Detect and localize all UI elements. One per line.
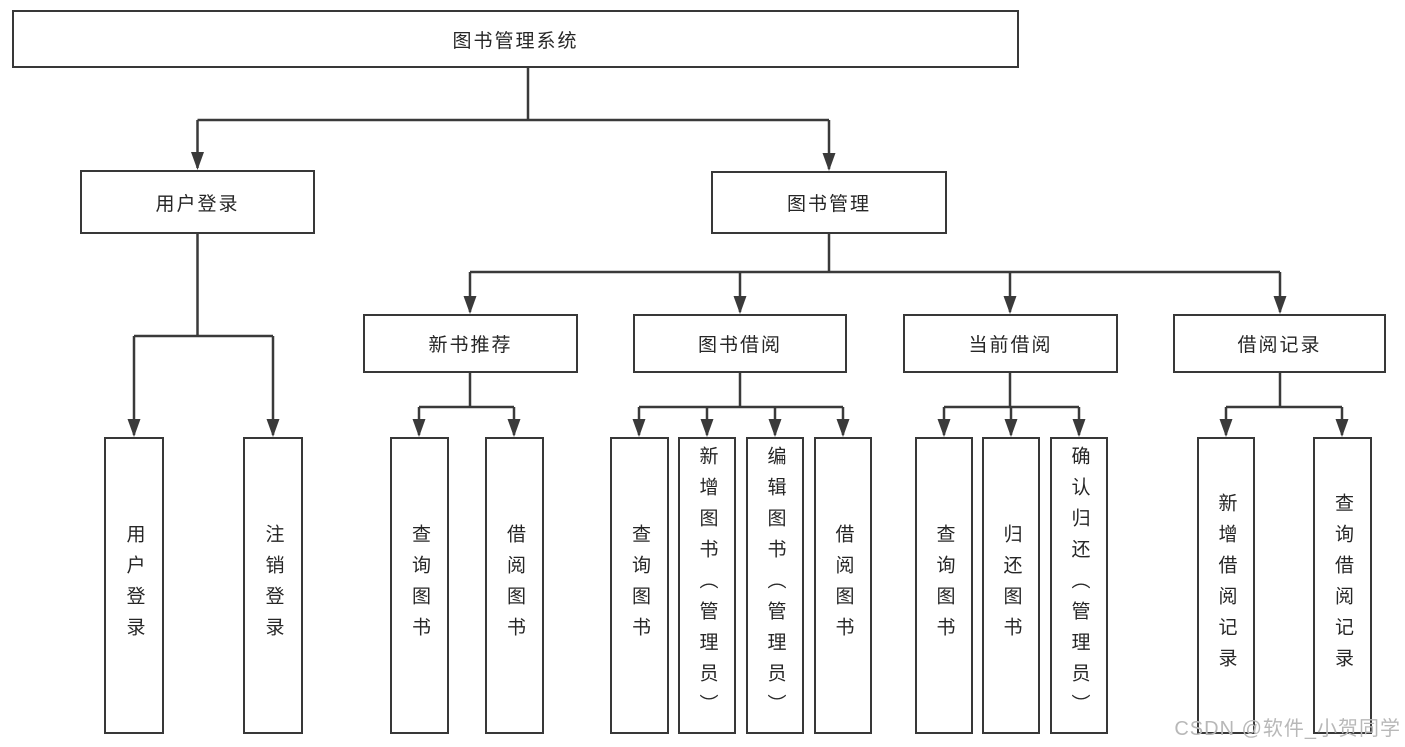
leaf-logout: 注销登录 xyxy=(243,437,303,734)
leaf-query-borrow-record: 查询借阅记录 xyxy=(1313,437,1372,734)
node-new-book-recommendation: 新书推荐 xyxy=(363,314,578,373)
node-book-management: 图书管理 xyxy=(711,171,947,234)
leaf-query-books-1-label: 查询图书 xyxy=(409,523,430,648)
leaf-confirm-return-admin: 确认归还（管理员） xyxy=(1050,437,1108,734)
leaf-return-books-label: 归还图书 xyxy=(1000,523,1022,648)
watermark: CSDN @软件_小贺同学 xyxy=(1174,718,1401,740)
leaf-add-book-admin-label: 新增图书（管理员） xyxy=(696,446,718,725)
node-user-login: 用户登录 xyxy=(80,170,315,234)
leaf-query-borrow-record-label: 查询借阅记录 xyxy=(1332,492,1353,679)
leaf-add-borrow-record: 新增借阅记录 xyxy=(1197,437,1255,734)
leaf-borrow-books-2-label: 借阅图书 xyxy=(832,523,854,648)
leaf-confirm-return-admin-label: 确认归还（管理员） xyxy=(1068,446,1090,725)
node-borrowing-records: 借阅记录 xyxy=(1173,314,1386,373)
leaf-return-books: 归还图书 xyxy=(982,437,1040,734)
leaf-borrow-books-1: 借阅图书 xyxy=(485,437,544,734)
leaf-edit-book-admin-label: 编辑图书（管理员） xyxy=(764,446,786,725)
leaf-borrow-books-1-label: 借阅图书 xyxy=(504,523,525,648)
leaf-borrow-books-2: 借阅图书 xyxy=(814,437,872,734)
node-current-borrowing: 当前借阅 xyxy=(903,314,1118,373)
leaf-query-books-3: 查询图书 xyxy=(915,437,973,734)
leaf-user-login: 用户登录 xyxy=(104,437,164,734)
leaf-add-book-admin: 新增图书（管理员） xyxy=(678,437,736,734)
leaf-user-login-label: 用户登录 xyxy=(123,523,145,648)
arrowheads xyxy=(127,152,1349,437)
leaf-query-books-3-label: 查询图书 xyxy=(933,523,955,648)
leaf-edit-book-admin: 编辑图书（管理员） xyxy=(746,437,804,734)
leaf-logout-label: 注销登录 xyxy=(262,523,284,648)
leaf-add-borrow-record-label: 新增借阅记录 xyxy=(1215,492,1237,679)
node-library-system: 图书管理系统 xyxy=(12,10,1019,68)
connector-paths xyxy=(132,68,1344,435)
leaf-query-books-1: 查询图书 xyxy=(390,437,449,734)
node-book-borrowing: 图书借阅 xyxy=(633,314,847,373)
leaf-query-books-2: 查询图书 xyxy=(610,437,669,734)
leaf-query-books-2-label: 查询图书 xyxy=(629,523,650,648)
